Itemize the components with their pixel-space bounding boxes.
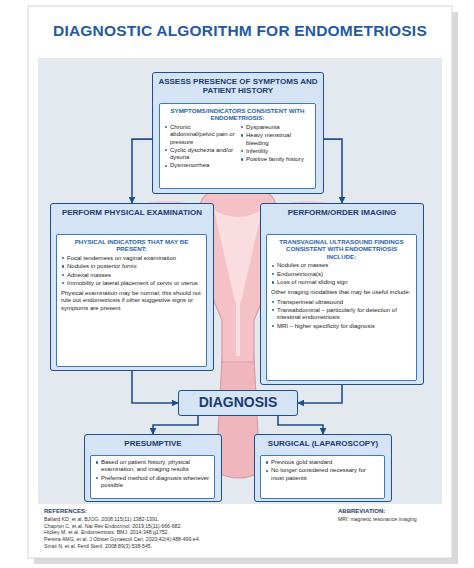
process-box: ASSESS PRESENCE OF SYMPTOMS AND PATIENT … — [152, 72, 324, 194]
bullet-item: Endometrioma(s) — [271, 271, 412, 278]
bullet-item: Chronic abdominal/pelvic pain or pressur… — [164, 124, 235, 146]
process-box: PERFORM PHYSICAL EXAMINATION PHYSICAL IND… — [50, 203, 214, 371]
box-heading: PERFORM PHYSICAL EXAMINATION — [51, 204, 213, 217]
symptom-list-box: SYMPTOMS/INDICATORS CONSISTENT WITH ENDO… — [159, 103, 316, 189]
bullet-item: Transabdominal – particularly for detect… — [271, 307, 412, 322]
bullet-item: Nodules in posterior fornix — [61, 263, 202, 270]
bullet-item: Preferred method of diagnosis whenever p… — [95, 475, 210, 490]
note-text: Other imaging modalities that may be use… — [271, 289, 412, 296]
bullet-item: Cyclic dyschezia and/or dysuria — [164, 147, 235, 162]
flow-arrow — [298, 385, 342, 403]
references-heading: REFERENCES: — [44, 508, 314, 516]
list-heading: SYMPTOMS/INDICATORS CONSISTENT WITH ENDO… — [164, 107, 311, 122]
flow-arrow — [132, 371, 178, 403]
cervical-canal — [236, 302, 240, 356]
reference-entry: Pereira AMG, et al. J Obstet Gynaecol Ca… — [44, 536, 314, 543]
title-area: DIAGNOSTIC ALGORITHM FOR ENDOMETRIOSIS — [30, 22, 450, 40]
bullet-item: Based on patient history, physical exami… — [95, 459, 210, 474]
paper-shadow — [34, 12, 458, 564]
bullet-item: Loss of normal sliding sign — [271, 279, 412, 286]
bullet-item: MRI – higher specificity for diagnosis — [271, 323, 412, 330]
bullet-item: Infertility — [240, 148, 311, 155]
bullet-item: Positive family history — [240, 156, 311, 163]
imaging-list-box: TRANSVAGINAL ULTRASOUND FINDINGS CONSIST… — [266, 234, 417, 381]
paper-sheet — [28, 6, 452, 558]
outcome-box: PRESUMPTIVE Based on patient history, phy… — [84, 434, 222, 502]
reference-entry: Sinaii N, et al. Fertil Steril. 2008;89(… — [44, 543, 314, 550]
reference-entry: Ballard KD, et al. BJOG. 2008;115(11):13… — [44, 516, 314, 523]
box-heading: SURGICAL (LAPAROSCOPY) — [255, 435, 391, 448]
flow-arrow — [324, 139, 342, 203]
abbreviation-entry: MRI: magnetic resonance imaging — [338, 516, 448, 523]
bullet-item: Previous gold standard — [265, 459, 380, 466]
box-heading: PRESUMPTIVE — [85, 435, 221, 448]
bullet-item: Heavy menstrual bleeding — [240, 132, 311, 147]
process-box: PERFORM/ORDER IMAGING TRANSVAGINAL ULTRAS… — [260, 203, 424, 385]
outcome-detail-box: Previous gold standardNo longer consider… — [260, 455, 385, 499]
list-heading: TRANSVAGINAL ULTRASOUND FINDINGS CONSIST… — [271, 238, 412, 260]
bullet-item: Adnexal masses — [61, 272, 202, 279]
bullet-item: Nodules or masses — [271, 262, 412, 269]
diagram-title: DIAGNOSTIC ALGORITHM FOR ENDOMETRIOSIS — [30, 22, 450, 40]
flow-arrow — [278, 416, 323, 434]
bullet-item: No longer considered necessary for most … — [265, 467, 380, 482]
bullet-item: Focal tenderness on vaginal examination — [61, 255, 202, 262]
diagnosis-box: DIAGNOSIS — [178, 390, 298, 416]
bullet-item: Dysmenorrhea — [164, 162, 235, 169]
outcome-detail-box: Based on patient history, physical exami… — [90, 455, 215, 499]
abbreviation-block: ABBREVIATION:MRI: magnetic resonance ima… — [338, 508, 448, 523]
diagnosis-label: DIAGNOSIS — [179, 391, 297, 414]
box-heading: ASSESS PRESENCE OF SYMPTOMS AND PATIENT … — [153, 73, 323, 95]
flow-arrow — [153, 416, 198, 434]
reference-entry: Hickey M, et al. Endometriosis. BMJ. 201… — [44, 529, 314, 536]
reference-entry: Chapron C, et al. Nat Rev Endocrinol. 20… — [44, 523, 314, 530]
list-heading: PHYSICAL INDICATORS THAT MAY BE PRESENT: — [61, 238, 202, 253]
bullet-item: Transperineal ultrasound — [271, 299, 412, 306]
uterine-cavity — [214, 210, 262, 302]
note-text: Physical examination may be normal; this… — [61, 290, 202, 312]
flow-arrow — [132, 139, 152, 203]
bullet-item: Dyspareunia — [240, 124, 311, 131]
background-panel — [38, 58, 442, 504]
outcome-box: SURGICAL (LAPAROSCOPY) Previous gold stan… — [254, 434, 392, 502]
box-heading: PERFORM/ORDER IMAGING — [261, 204, 423, 217]
bullet-item: Immobility or lateral placement of cervi… — [61, 280, 202, 287]
abbreviation-heading: ABBREVIATION: — [338, 508, 448, 516]
indicator-list-box: PHYSICAL INDICATORS THAT MAY BE PRESENT:… — [56, 234, 207, 367]
references-block: REFERENCES:Ballard KD, et al. BJOG. 2008… — [44, 508, 314, 550]
